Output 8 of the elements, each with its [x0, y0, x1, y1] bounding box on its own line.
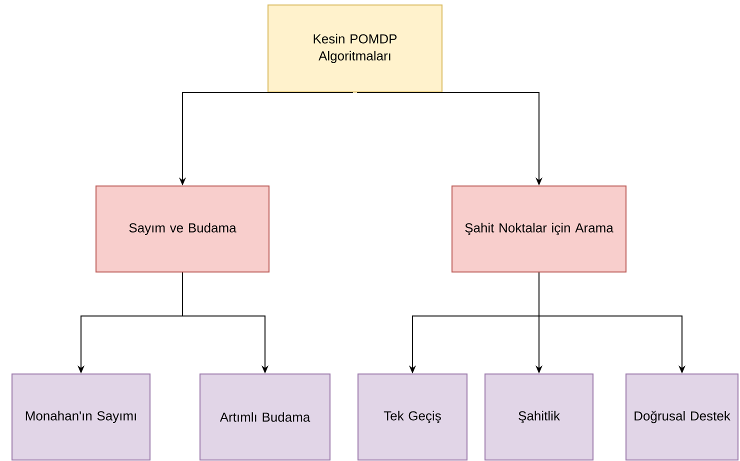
category-box: Şahit Noktalar için Arama: [452, 186, 626, 272]
leaf-box: Doğrusal Destek: [626, 374, 738, 460]
leaf-box: Şahitlik: [484, 374, 594, 460]
leaf-box: Tek Geçiş: [358, 374, 468, 460]
category-box: Sayım ve Budama: [96, 186, 270, 272]
root-box: Kesin POMDP Algoritmaları: [268, 4, 442, 92]
leaf-box: Monahan'ın Sayımı: [12, 374, 150, 460]
leaf-box: Artımlı Budama: [200, 374, 330, 460]
